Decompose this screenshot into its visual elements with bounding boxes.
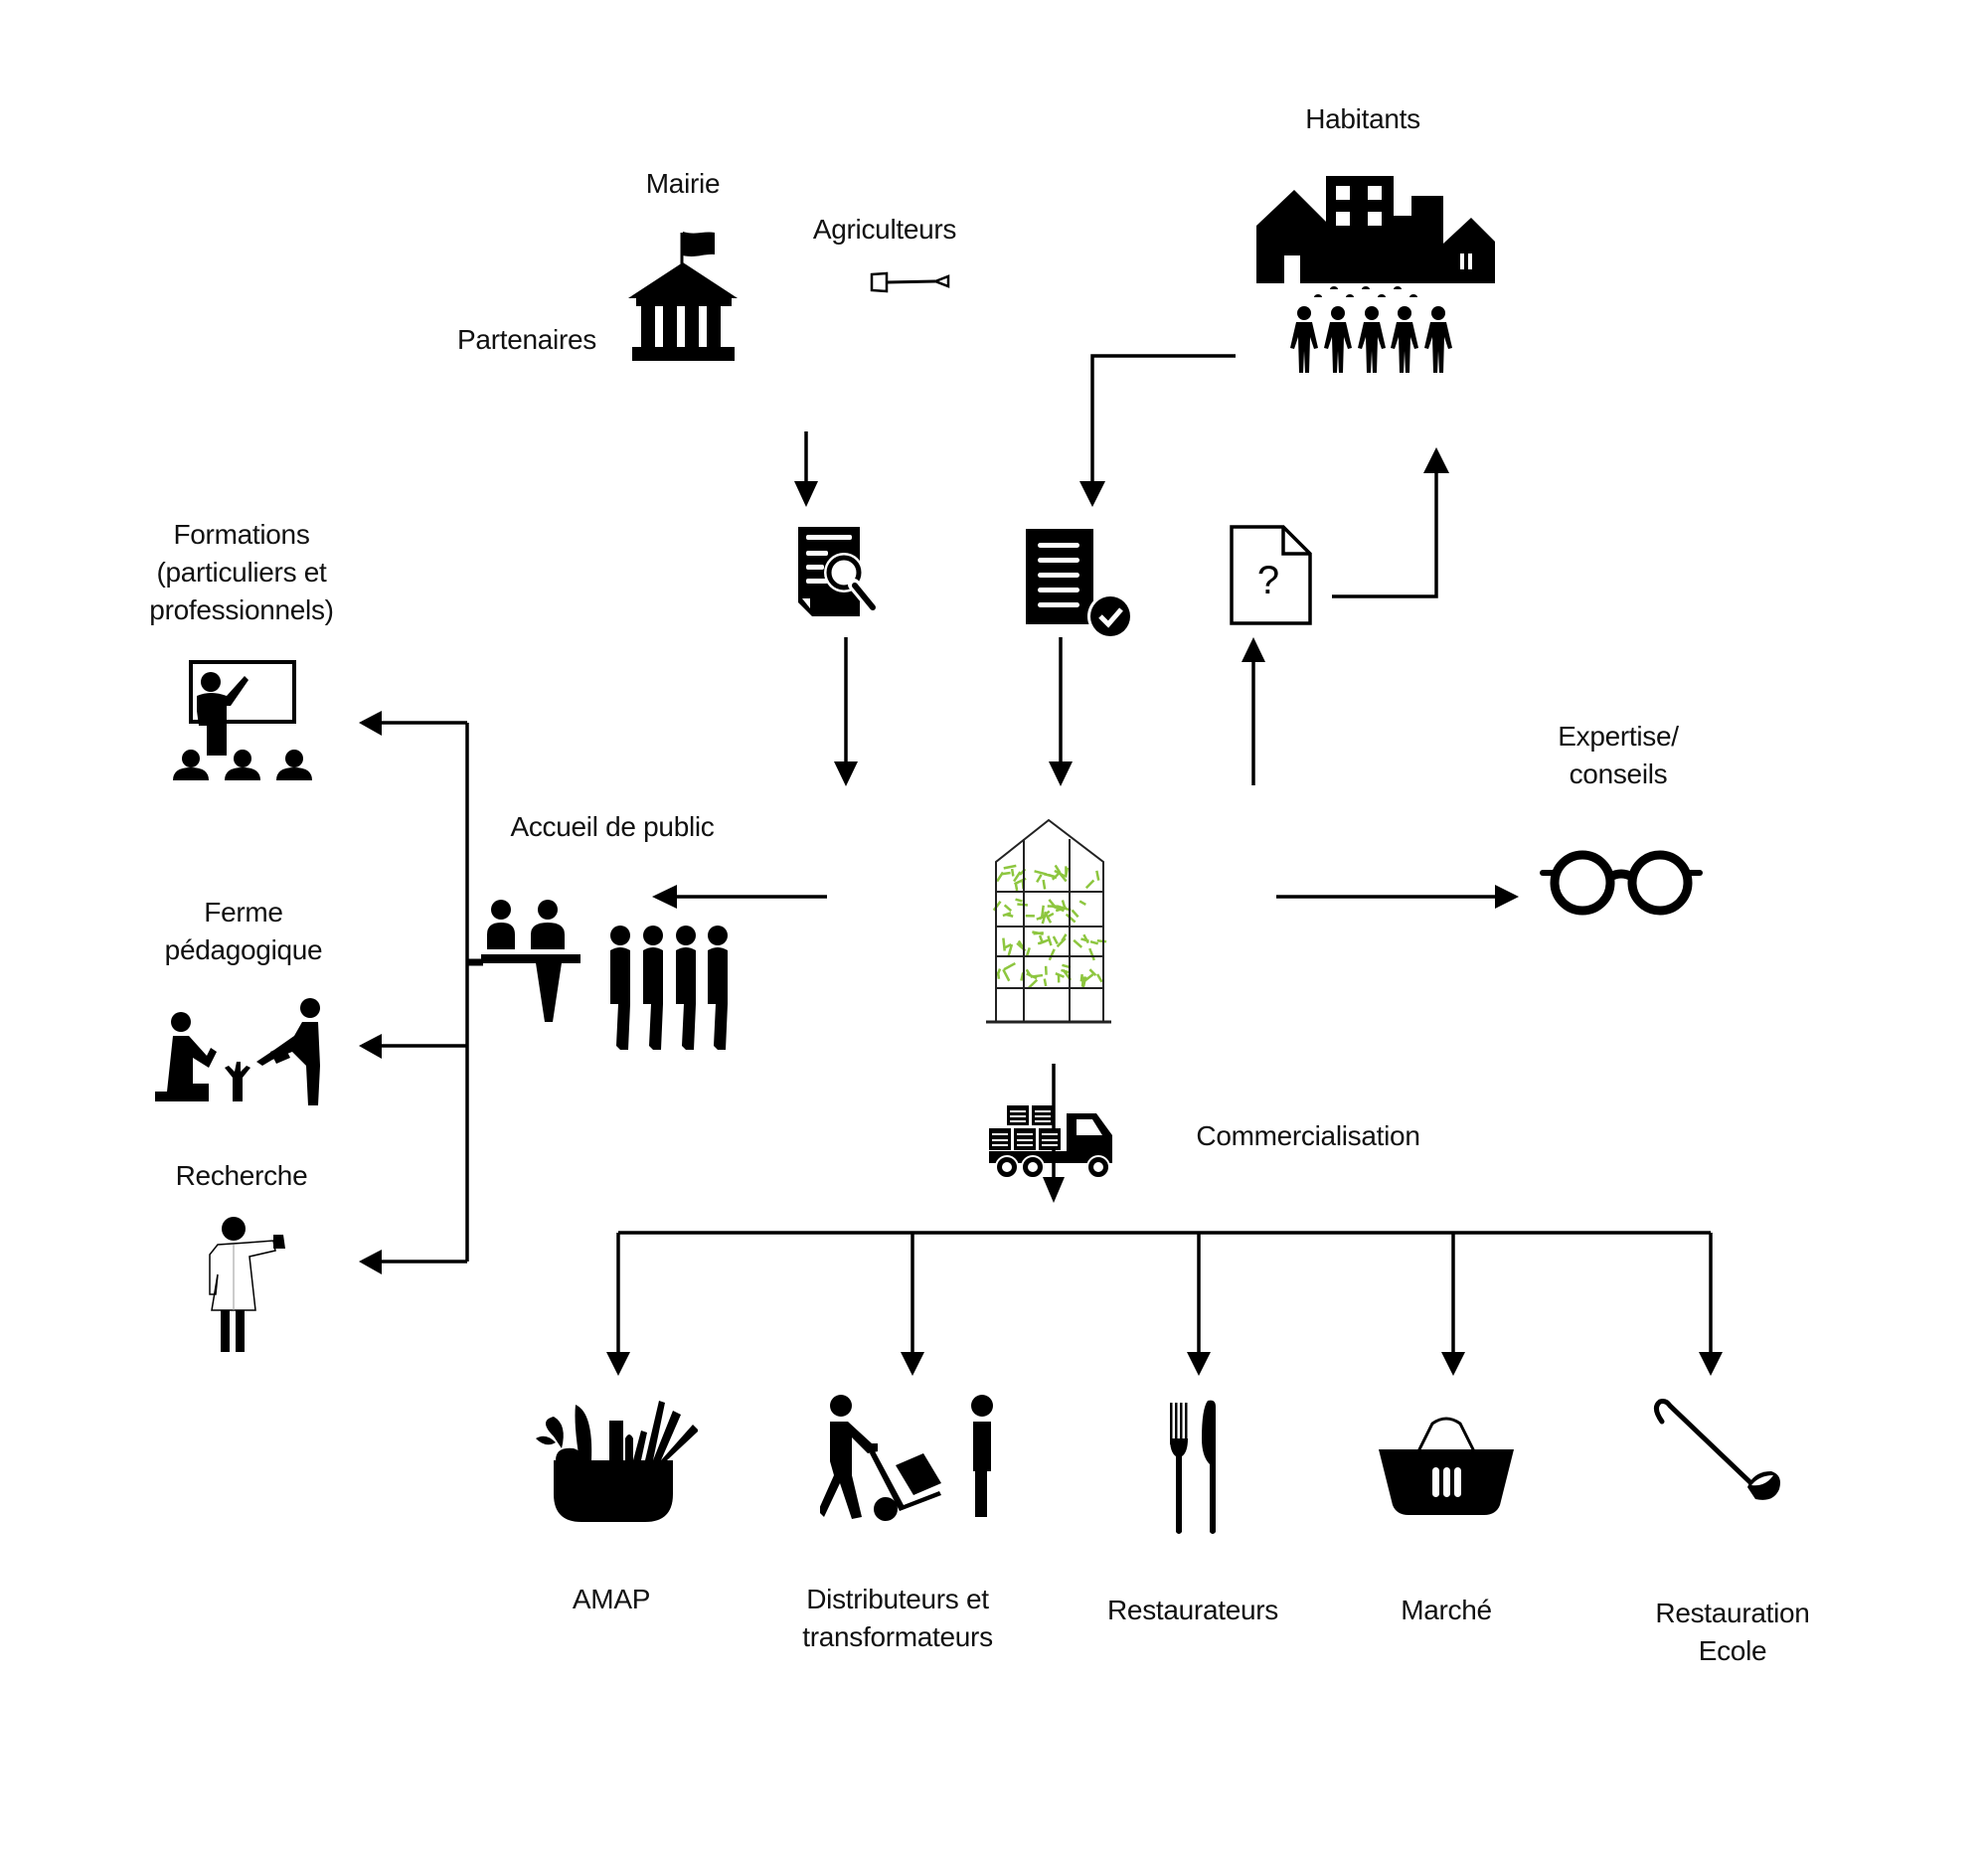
label-commercialisation: Commercialisation: [1196, 1120, 1420, 1151]
teacher-classroom-icon: [173, 660, 312, 780]
arrow-approved-to-farm: [1049, 637, 1073, 786]
leaf-mark: [1004, 942, 1012, 949]
leaf-mark: [1078, 900, 1086, 907]
leaf-mark: [1064, 867, 1070, 878]
leaf-mark: [1038, 934, 1044, 943]
arrow-farm-to-accueil: [652, 885, 827, 909]
city-residents-icon: [1256, 176, 1495, 373]
leaf-mark: [1043, 978, 1048, 987]
leaf-mark: [1017, 903, 1029, 907]
leaf-mark: [1030, 973, 1044, 978]
arrow-farm-to-question: [1242, 637, 1265, 785]
leaf-mark: [1080, 937, 1089, 942]
leaf-mark: [1007, 943, 1014, 957]
leaf-mark: [1048, 948, 1056, 961]
gardening-people-icon: [155, 998, 320, 1105]
leaf-mark: [1013, 871, 1022, 883]
leaf-mark: [1020, 972, 1025, 981]
food-basket-icon: [536, 1401, 698, 1522]
leaf-mark: [1055, 906, 1068, 913]
scientist-icon: [209, 1217, 285, 1352]
leaf-mark: [1088, 947, 1095, 961]
leaf-mark: [1003, 961, 1016, 971]
leaf-mark: [1027, 978, 1039, 990]
leaf-mark: [1095, 973, 1103, 983]
town-hall-icon: [628, 232, 738, 361]
arrow-partners-to-analysis: [794, 431, 818, 507]
leaf-mark: [1025, 946, 1031, 957]
leaf-mark: [1003, 864, 1017, 870]
label-channel-distributeurs: Distributeurs et transformateurs: [802, 1584, 993, 1652]
leaf-mark: [1095, 870, 1100, 881]
label-formations: Formations (particuliers et professionne…: [149, 519, 334, 625]
leaf-mark: [1017, 939, 1024, 948]
label-channel-amap: AMAP: [572, 1584, 651, 1614]
ladle-icon: [1654, 1399, 1780, 1500]
leaf-mark: [1073, 938, 1083, 948]
bracket-accueil-outputs: [359, 711, 483, 1274]
leaf-mark: [1061, 933, 1068, 942]
leaf-mark: [1047, 935, 1053, 946]
document-search-icon: [798, 527, 880, 616]
leaf-mark: [1052, 935, 1059, 945]
leaf-mark: [1010, 868, 1015, 877]
document-question-icon: ?: [1230, 525, 1312, 625]
leaf-mark: [992, 901, 1002, 912]
leaf-mark: [1042, 879, 1047, 890]
document-check-icon: [1026, 529, 1133, 638]
leaf-mark: [1065, 913, 1077, 924]
leaf-mark: [1032, 930, 1044, 935]
leaf-mark: [1002, 871, 1011, 876]
label-accueil: Accueil de public: [510, 811, 715, 842]
leaf-mark: [1054, 864, 1062, 874]
shopping-basket-icon: [1379, 1417, 1514, 1515]
leaf-mark: [1061, 900, 1067, 909]
hand-truck-delivery-icon: [820, 1395, 993, 1521]
label-channel-restauration-ecole: Restauration Ecole: [1655, 1598, 1810, 1666]
label-agriculteurs: Agriculteurs: [812, 214, 957, 245]
label-ferme: Ferme pédagogique: [164, 897, 323, 965]
leaf-mark: [1079, 973, 1083, 982]
leaf-mark: [1081, 976, 1087, 989]
leaf-mark: [1084, 879, 1095, 890]
fork-knife-icon: [1170, 1400, 1216, 1534]
leaf-mark: [1005, 913, 1014, 918]
question-glyph: ?: [1257, 559, 1279, 602]
label-partenaires: Partenaires: [457, 324, 596, 355]
leaf-mark: [996, 871, 1005, 883]
leaf-mark: [1034, 870, 1048, 876]
label-expertise: Expertise/ conseils: [1558, 721, 1679, 789]
leaf-mark: [1002, 937, 1006, 951]
leaf-mark: [1002, 968, 1011, 982]
distribution-bar: [606, 1231, 1723, 1376]
shovel-icon: [870, 271, 950, 293]
arrow-question-to-habitants: [1332, 447, 1449, 598]
label-channel-restaurateurs: Restaurateurs: [1107, 1595, 1278, 1625]
leaf-mark: [1088, 968, 1097, 977]
delivery-truck-icon: [989, 1105, 1112, 1179]
vertical-greenhouse-icon: [986, 818, 1111, 1024]
leaf-mark: [1037, 939, 1046, 945]
arrow-farm-to-expertise: [1276, 885, 1519, 909]
label-channel-marche: Marché: [1401, 1595, 1492, 1625]
label-habitants: Habitants: [1305, 103, 1420, 134]
leaf-mark: [1003, 904, 1013, 913]
arrow-habitants-to-approved: [1079, 354, 1236, 507]
leaf-mark: [1096, 939, 1107, 943]
glasses-icon: [1540, 850, 1703, 916]
leaf-mark: [1071, 909, 1079, 919]
label-recherche: Recherche: [175, 1160, 308, 1191]
leaf-mark: [1015, 898, 1023, 903]
arrow-analysis-to-farm: [834, 637, 858, 786]
leaf-mark: [1039, 910, 1051, 921]
leaf-mark: [1089, 940, 1099, 945]
label-mairie: Mairie: [645, 168, 721, 199]
leaf-mark: [996, 968, 1002, 976]
leaf-mark: [1036, 874, 1043, 883]
reception-desk-queue-icon: [481, 900, 728, 1050]
